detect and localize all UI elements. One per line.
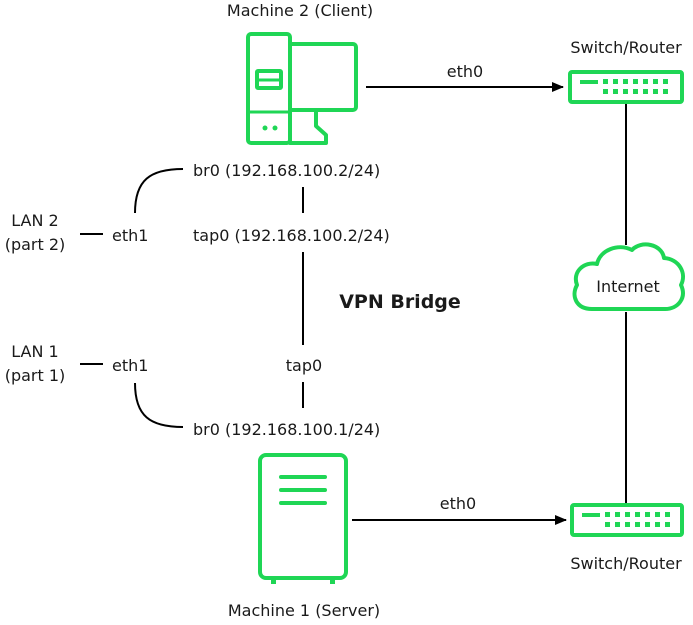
lan1-label-line1: LAN 1	[11, 342, 58, 361]
client-tap0-label: tap0 (192.168.100.2/24)	[193, 226, 390, 245]
switch-top-label: Switch/Router	[570, 38, 682, 57]
lan2-label-line2: (part 2)	[5, 235, 66, 254]
server-br0-label: br0 (192.168.100.1/24)	[193, 420, 380, 439]
lan1-label-line2: (part 1)	[5, 366, 66, 385]
machine2-label: Machine 2 (Client)	[227, 1, 373, 20]
client-eth0-label: eth0	[447, 62, 483, 81]
diagram-title: VPN Bridge	[339, 291, 461, 313]
desktop-computer-icon	[246, 32, 358, 145]
server-eth1-br0-link	[134, 382, 184, 428]
client-eth1-br0-link	[134, 168, 184, 214]
cloud-icon	[572, 242, 685, 311]
server-tap0-label: tap0	[286, 356, 322, 375]
server-eth0-label: eth0	[440, 494, 476, 513]
network-switch-icon	[570, 503, 684, 537]
client-br0-label: br0 (192.168.100.2/24)	[193, 161, 380, 180]
internet-label: Internet	[596, 277, 660, 296]
network-switch-icon	[568, 70, 684, 104]
switch-bottom-label: Switch/Router	[570, 554, 682, 573]
client-eth1-label: eth1	[112, 226, 148, 245]
server-eth1-label: eth1	[112, 356, 148, 375]
machine1-label: Machine 1 (Server)	[228, 601, 380, 620]
server-tower-icon	[258, 453, 348, 584]
lan2-label-line1: LAN 2	[11, 211, 58, 230]
